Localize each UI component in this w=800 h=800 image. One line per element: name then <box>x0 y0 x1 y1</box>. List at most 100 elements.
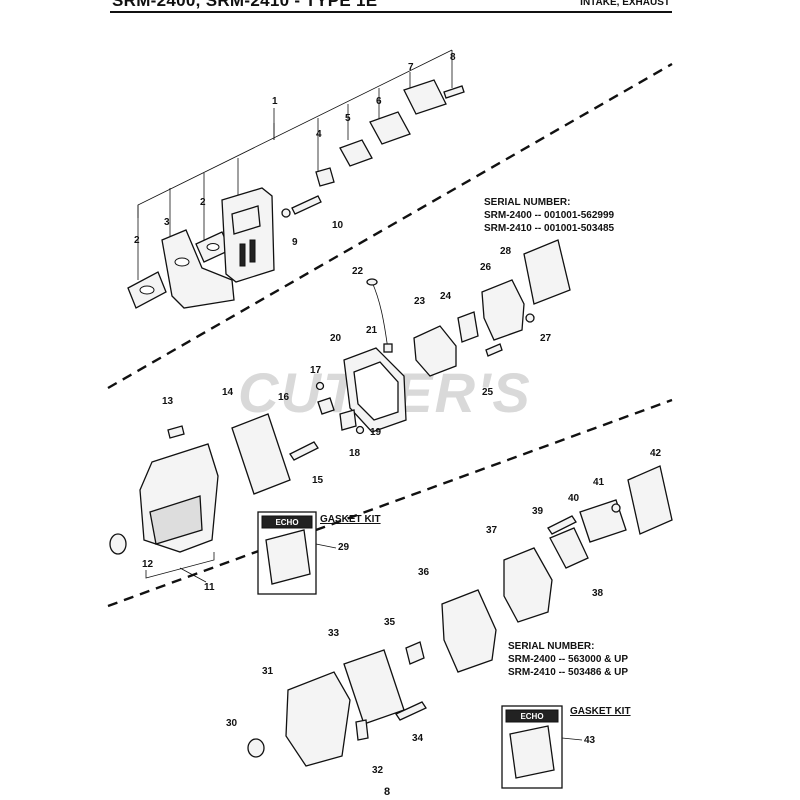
callout: 41 <box>593 477 605 488</box>
nut-41 <box>611 503 621 513</box>
kit-2-brand: ECHO <box>520 712 543 721</box>
section-divider-2 <box>107 398 673 608</box>
callout: 39 <box>532 506 544 517</box>
kit-2-label: GASKET KIT <box>570 706 631 717</box>
callout: 42 <box>650 448 662 459</box>
bracket-18 <box>339 409 357 431</box>
callout: 4 <box>316 129 322 140</box>
knob-12 <box>109 533 127 555</box>
carburetor <box>413 325 457 377</box>
serial-line: SRM-2410 -- 001001-503485 <box>484 223 615 234</box>
callout-29: 29 <box>338 542 350 553</box>
callout: 6 <box>376 96 382 107</box>
gasket-24 <box>457 311 479 343</box>
label-32 <box>355 719 369 741</box>
gasket-28 <box>523 239 571 305</box>
callout: 2 <box>200 197 206 208</box>
page-number: 8 <box>384 786 391 798</box>
callout: 17 <box>310 365 322 376</box>
callout: 33 <box>328 628 340 639</box>
nut-27 <box>525 313 535 323</box>
callout: 14 <box>222 387 234 398</box>
bracket-35 <box>405 641 425 665</box>
carburetor-37 <box>503 547 553 623</box>
serial-line: SRM-2400 -- 563000 & UP <box>508 654 629 665</box>
bolt-34 <box>395 701 427 721</box>
callout: 18 <box>349 448 361 459</box>
callout: 22 <box>352 266 364 277</box>
gasket-38 <box>549 527 589 569</box>
callout: 36 <box>418 567 430 578</box>
bolt-15 <box>289 441 319 461</box>
serial-heading: SERIAL NUMBER: <box>508 641 595 652</box>
callout: 32 <box>372 765 384 776</box>
callout: 26 <box>480 262 492 273</box>
callout: 11 <box>204 582 215 593</box>
heat-shield <box>161 229 235 309</box>
callout: 31 <box>262 666 274 677</box>
callout: 16 <box>278 392 290 403</box>
callout: 9 <box>292 237 298 248</box>
callout: 37 <box>486 525 498 536</box>
washer-19 <box>355 425 365 435</box>
callout: 24 <box>440 291 452 302</box>
kit-1-label: GASKET KIT <box>320 514 381 525</box>
bracket-16 <box>317 397 335 415</box>
carburetor-assembly-upper <box>109 239 571 583</box>
callouts: 1 2 2 3 4 5 6 7 8 9 10 11 12 13 14 15 16… <box>134 52 662 776</box>
callout: 30 <box>226 718 238 729</box>
air-filter-33 <box>343 649 405 725</box>
callout: 5 <box>345 113 351 124</box>
callout: 7 <box>408 62 414 73</box>
callout: 20 <box>330 333 342 344</box>
washer-9 <box>281 208 291 218</box>
gasket-5 <box>339 139 373 167</box>
gasket-42 <box>627 465 673 535</box>
serial-heading: SERIAL NUMBER: <box>484 197 571 208</box>
serial-line: SRM-2400 -- 001001-562999 <box>484 210 615 221</box>
callout: 12 <box>142 559 154 570</box>
callout: 10 <box>332 220 344 231</box>
diagram-title: SRM-2400, SRM-2410 - TYPE 1E <box>112 0 378 10</box>
washer-17 <box>315 381 325 391</box>
serial-note-lower: SERIAL NUMBER: SRM-2400 -- 563000 & UP S… <box>508 640 628 679</box>
callout: 8 <box>450 52 456 63</box>
callout: 15 <box>312 475 324 486</box>
callout: 35 <box>384 617 396 628</box>
label-13 <box>167 425 185 439</box>
kit-1-brand: ECHO <box>275 518 298 527</box>
gasket-kit-2: ECHO GASKET KIT 43 <box>501 705 631 789</box>
knob-30 <box>247 738 265 758</box>
serial-line: SRM-2410 -- 503486 & UP <box>508 667 629 678</box>
callout: 34 <box>412 733 424 744</box>
carburetor-assembly-lower <box>247 465 673 767</box>
muffler-assembly <box>127 49 465 309</box>
header-rule <box>110 11 672 13</box>
callout: 3 <box>164 217 170 228</box>
air-cleaner-cover-31 <box>285 671 351 767</box>
callout-43: 43 <box>584 735 596 746</box>
callout: 28 <box>500 246 512 257</box>
callout: 1 <box>272 96 278 107</box>
callout: 23 <box>414 296 426 307</box>
bolt-25 <box>485 343 503 357</box>
air-filter-14 <box>231 413 291 495</box>
section-divider-1 <box>107 62 673 390</box>
callout: 19 <box>370 427 382 438</box>
callout: 25 <box>482 387 494 398</box>
exhaust-plate <box>403 79 447 115</box>
callout: 13 <box>162 396 174 407</box>
insulator-26 <box>481 279 525 341</box>
bolt-10 <box>291 195 322 215</box>
air-cleaner-case-36 <box>441 589 497 673</box>
gasket-kit-1: ECHO GASKET KIT 29 <box>257 511 381 595</box>
serial-note-upper: SERIAL NUMBER: SRM-2400 -- 001001-562999… <box>484 196 614 235</box>
section-title: INTAKE, EXHAUST <box>580 0 670 8</box>
callout: 40 <box>568 493 580 504</box>
spark-arrestor <box>315 167 335 187</box>
callout: 38 <box>592 588 604 599</box>
callout: 21 <box>366 325 378 336</box>
callout: 2 <box>134 235 140 246</box>
